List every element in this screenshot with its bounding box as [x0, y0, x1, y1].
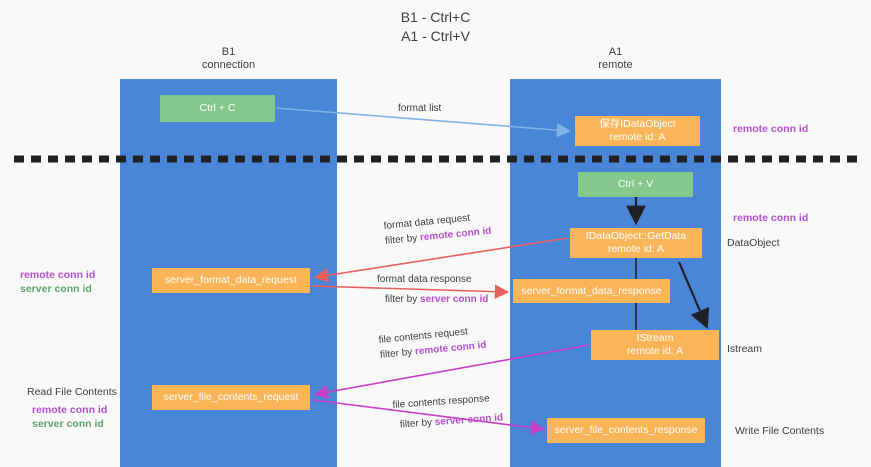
- node-server-format-data-response[interactable]: server_format_data_response: [513, 279, 670, 303]
- caption-format-data-response-line1: format data response: [377, 274, 472, 285]
- caption-format-data-response: format data response filter by server co…: [377, 272, 488, 307]
- lane-header-b1-role: connection: [201, 59, 256, 71]
- caption-file-contents-request-prefix: filter by: [379, 346, 416, 361]
- note-right-write-file-contents: Write File Contents: [735, 425, 825, 437]
- caption-file-contents-response-line2: filter by server conn id: [399, 410, 504, 432]
- caption-file-contents-response-line1: file contents response: [392, 393, 490, 411]
- node-istream-line2: remote id: A: [626, 345, 684, 357]
- node-save-idataobject-label: 保存IDataObject remote id: A: [599, 118, 675, 144]
- node-istream-line1: IStream: [636, 332, 674, 344]
- caption-file-contents-response-key: server conn id: [434, 412, 504, 429]
- caption-format-data-response-key: server conn id: [420, 294, 489, 305]
- caption-file-contents-request: file contents request filter by remote c…: [378, 323, 487, 363]
- caption-format-data-request: format data request filter by remote con…: [383, 209, 492, 249]
- title-line-1: B1 - Ctrl+C: [400, 9, 471, 25]
- node-server-format-data-request-label: server_format_data_request: [165, 274, 297, 286]
- note-left-server-conn-id-2: server conn id: [32, 418, 104, 430]
- caption-format-data-request-prefix: filter by: [384, 232, 421, 247]
- node-server-format-data-request[interactable]: server_format_data_request: [152, 268, 310, 293]
- lane-header-a1: A1 remote: [510, 46, 721, 72]
- page-title: B1 - Ctrl+C A1 - Ctrl+V: [0, 8, 871, 46]
- note-left-read-file-contents-group: Read File Contents remote conn id server…: [27, 385, 117, 431]
- node-save-idataobject[interactable]: 保存IDataObject remote id: A: [575, 116, 700, 146]
- lane-header-a1-name: A1: [608, 46, 623, 58]
- node-ctrl-c-label: Ctrl + C: [199, 102, 236, 114]
- node-server-file-contents-request[interactable]: server_file_contents_request: [152, 385, 310, 410]
- node-idataobject-getdata-label: IDataObject::GetData remote id: A: [586, 230, 686, 256]
- caption-file-contents-response-prefix: filter by: [399, 417, 436, 431]
- caption-format-data-response-prefix: filter by: [385, 294, 421, 305]
- node-server-file-contents-request-label: server_file_contents_request: [163, 391, 299, 403]
- note-left-conn-ids-top: remote conn id server conn id: [20, 268, 95, 296]
- node-idataobject-getdata[interactable]: IDataObject::GetData remote id: A: [570, 228, 702, 258]
- node-server-file-contents-response[interactable]: server_file_contents_response: [547, 418, 705, 443]
- node-save-idataobject-line1: 保存IDataObject: [599, 118, 676, 130]
- node-idataobject-getdata-line1: IDataObject::GetData: [585, 230, 687, 242]
- note-left-read-file-contents: Read File Contents: [27, 386, 117, 398]
- node-istream[interactable]: IStream remote id: A: [591, 330, 719, 360]
- note-right-remote-conn-id-top: remote conn id: [733, 123, 809, 135]
- lane-header-b1: B1 connection: [120, 46, 337, 72]
- caption-format-data-response-line2: filter by server conn id: [385, 292, 488, 307]
- note-right-remote-conn-id-mid: remote conn id: [733, 212, 809, 224]
- caption-format-list: format list: [398, 101, 441, 116]
- node-idataobject-getdata-line2: remote id: A: [607, 243, 664, 255]
- node-ctrl-v-label: Ctrl + V: [617, 178, 654, 190]
- note-left-remote-conn-id: remote conn id: [20, 269, 96, 281]
- note-right-istream: Istream: [727, 343, 763, 355]
- lane-header-a1-role: remote: [598, 59, 633, 71]
- note-left-remote-conn-id-2: remote conn id: [32, 404, 108, 416]
- title-line-2: A1 - Ctrl+V: [401, 28, 470, 44]
- node-server-format-data-response-label: server_format_data_response: [521, 284, 662, 297]
- note-left-server-conn-id: server conn id: [20, 283, 92, 295]
- node-save-idataobject-line2: remote id: A: [609, 131, 666, 143]
- note-right-dataobject: DataObject: [727, 237, 780, 249]
- lane-header-b1-name: B1: [221, 46, 236, 58]
- node-ctrl-c[interactable]: Ctrl + C: [160, 95, 275, 122]
- node-server-file-contents-response-label: server_file_contents_response: [554, 424, 698, 436]
- caption-format-list-text: format list: [398, 103, 442, 114]
- node-istream-label: IStream remote id: A: [627, 332, 683, 358]
- caption-file-contents-response: file contents response filter by server …: [392, 390, 504, 433]
- node-ctrl-v[interactable]: Ctrl + V: [578, 172, 693, 197]
